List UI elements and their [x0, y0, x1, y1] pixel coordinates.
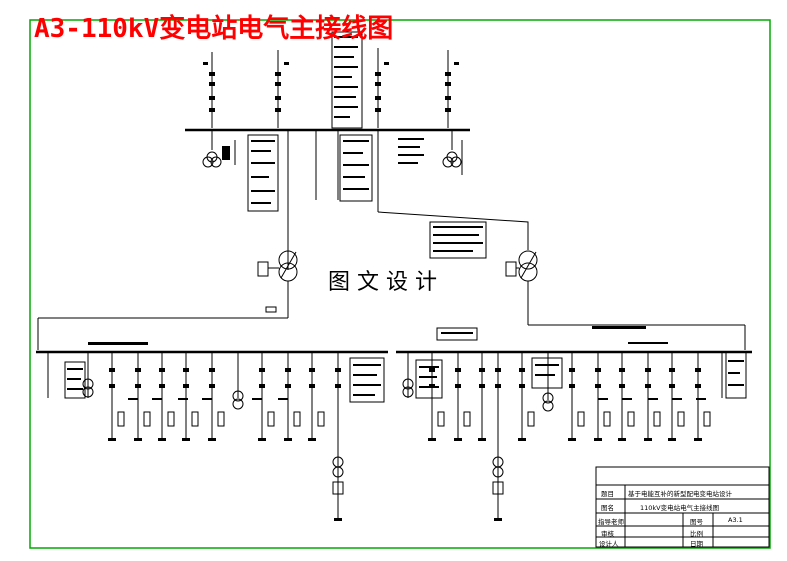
- tb-row1-label: 题目: [601, 490, 614, 498]
- line-switchgear: [203, 62, 459, 112]
- tb-row1-value: 基于电能互补的新型配电变电站设计: [628, 490, 732, 498]
- tb-row4-mid-label: 比例: [690, 530, 703, 538]
- tb-row4-label: 审核: [601, 530, 614, 538]
- tx-data-text: [433, 226, 483, 252]
- feeder-side-equipment: [117, 411, 711, 427]
- incomer-label-text: [88, 326, 668, 345]
- tb-drawing-number: A3.1: [728, 516, 743, 524]
- lv-incomers: [37, 281, 746, 350]
- bay-data-text: [222, 138, 424, 204]
- main-transformer-1: [278, 250, 298, 282]
- transformer-neutral: [257, 261, 519, 277]
- bus-side-panels: [64, 351, 747, 403]
- line-data-panel: [331, 31, 363, 129]
- incoming-lines: [211, 48, 449, 128]
- incomer-ct: [265, 306, 277, 313]
- feeders-section-1: [47, 352, 339, 520]
- tb-row2-value: 110kV变电站电气主接线图: [640, 504, 720, 512]
- tb-row5-label: 设计人: [599, 540, 619, 548]
- tb-row5-mid-label: 日期: [690, 540, 703, 548]
- line-data-text: [334, 36, 358, 118]
- bay-data-panel-left: [247, 134, 279, 212]
- incomer-label-right: [436, 327, 478, 341]
- station-service-transformers: [82, 378, 554, 412]
- feeder-terminations: [108, 438, 702, 521]
- tb-row2-label: 图名: [601, 504, 614, 512]
- main-transformer-2: [518, 250, 538, 282]
- tb-row3-mid-label: 图号: [690, 518, 703, 526]
- title-block: [595, 466, 770, 548]
- tx-data-panel: [429, 221, 487, 259]
- drawing-frame: [29, 19, 771, 549]
- bus-panel-text: [67, 360, 744, 400]
- bay-data-panel-right: [339, 134, 373, 202]
- transformer-bays: [287, 130, 529, 270]
- drawing-title: A3-110kV变电站电气主接线图: [34, 14, 394, 44]
- tb-row3-label: 指导老师: [598, 518, 624, 526]
- capacitor-banks: [332, 456, 504, 495]
- watermark: 图文设计: [324, 262, 449, 298]
- feeder-breakers: [109, 368, 701, 388]
- pt-feeders: [202, 130, 463, 200]
